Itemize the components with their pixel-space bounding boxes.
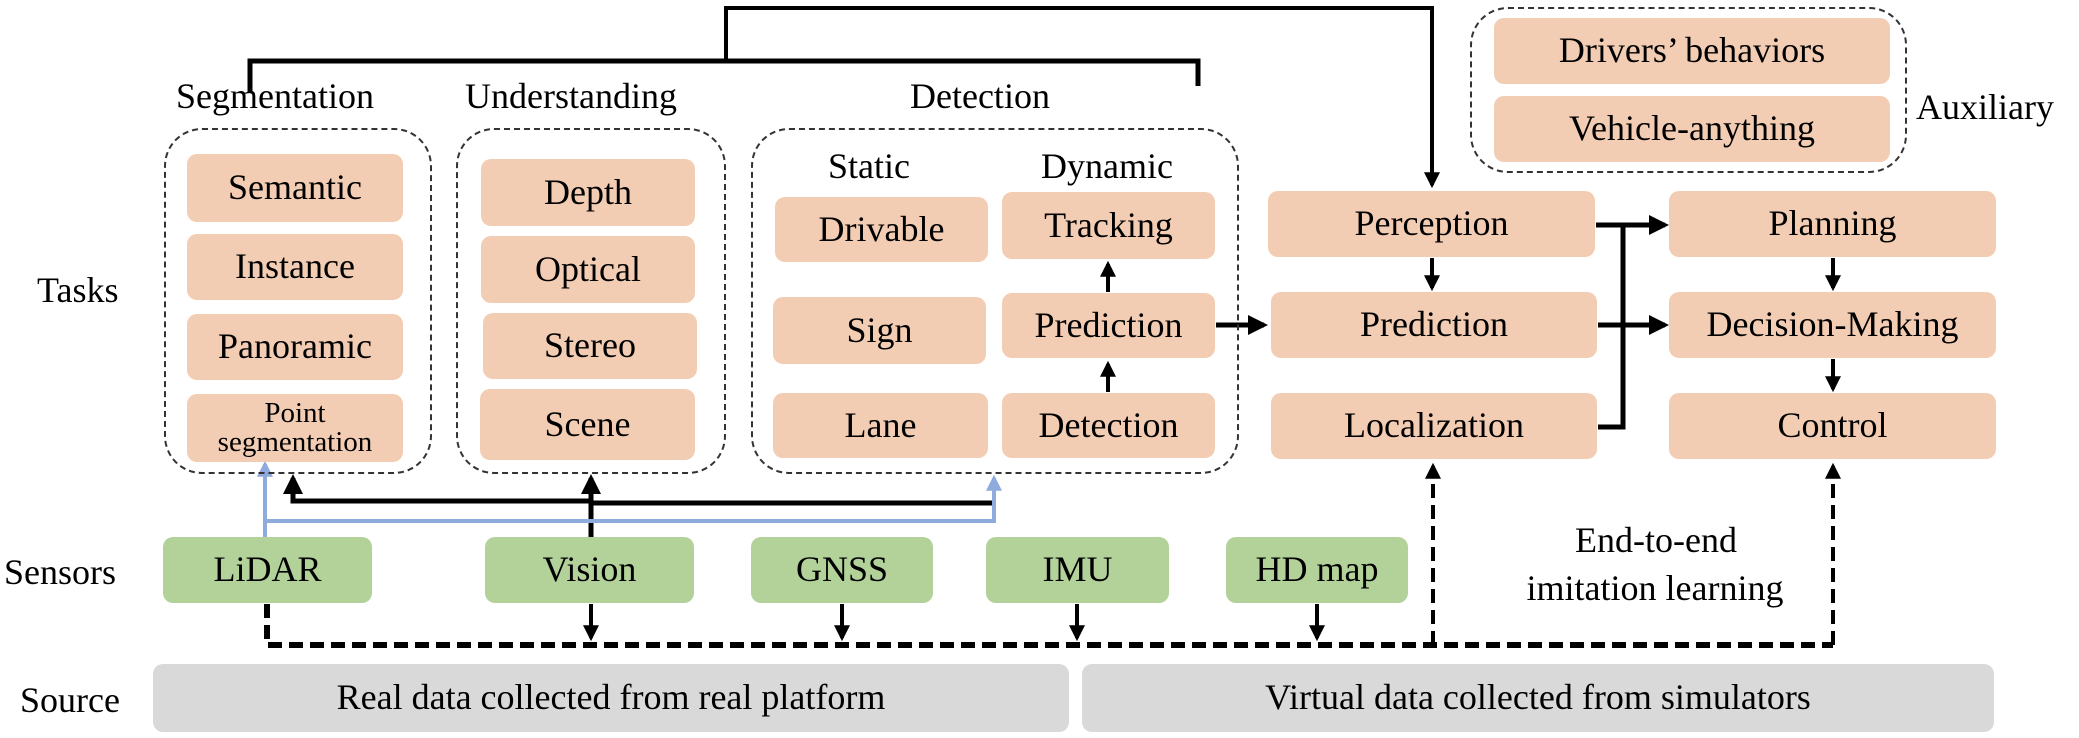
end-to-end-label-line2: imitation learning [1526,568,1784,608]
task-optical[interactable]: Optical [481,236,695,303]
vision-to-tasks-line [283,474,594,537]
source-virtual-data[interactable]: Virtual data collected from simulators [1082,664,1994,732]
pipeline-localization[interactable]: Localization [1271,393,1597,459]
task-dynamic-prediction[interactable]: Prediction [1002,293,1215,358]
task-group-bracket [247,58,1201,92]
aux-drivers-behaviors[interactable]: Drivers’ behaviors [1494,18,1890,84]
group-title-detection: Detection [910,76,1050,116]
sensor-vision[interactable]: Vision [485,537,694,603]
segmentation-group [164,128,432,474]
task-panoramic[interactable]: Panoramic [187,314,403,380]
group-title-auxiliary: Auxiliary [1916,87,2054,127]
group-title-segmentation: Segmentation [176,76,374,116]
end-to-end-label-line1: End-to-end [1575,520,1737,560]
sensor-gnss[interactable]: GNSS [751,537,933,603]
task-stereo[interactable]: Stereo [483,313,697,379]
row-label-sensors: Sensors [4,552,117,592]
pipeline-decision-making[interactable]: Decision-Making [1669,292,1996,358]
task-depth[interactable]: Depth [481,159,695,226]
pipeline-perception[interactable]: Perception [1268,191,1595,257]
detection-dynamic-label: Dynamic [1041,146,1173,186]
task-dynamic-detection[interactable]: Detection [1002,393,1215,458]
sensor-hd-map[interactable]: HD map [1226,537,1408,603]
task-instance[interactable]: Instance [187,234,403,300]
row-label-source: Source [20,680,120,720]
task-lane[interactable]: Lane [773,393,988,458]
task-point-segmentation[interactable]: Point segmentation [187,394,403,462]
pipeline-control[interactable]: Control [1669,393,1996,459]
source-real-data[interactable]: Real data collected from real platform [153,664,1069,732]
pipeline-prediction[interactable]: Prediction [1271,292,1597,358]
group-title-understanding: Understanding [465,76,677,116]
auxiliary-group [1470,7,1907,173]
task-scene[interactable]: Scene [480,389,695,460]
sensor-imu[interactable]: IMU [986,537,1169,603]
task-sign[interactable]: Sign [773,297,986,364]
understanding-group [456,128,726,474]
bracket-to-perception-arrow [724,6,1440,189]
aux-vehicle-anything[interactable]: Vehicle-anything [1494,96,1890,162]
row-label-tasks: Tasks [37,270,119,310]
detection-static-label: Static [828,146,910,186]
sensor-lidar[interactable]: LiDAR [163,537,372,603]
pipeline-planning[interactable]: Planning [1669,191,1996,257]
detection-group [751,128,1239,474]
data-bus-dashed [264,604,1833,648]
task-tracking[interactable]: Tracking [1002,192,1215,259]
task-drivable[interactable]: Drivable [775,197,988,262]
task-semantic[interactable]: Semantic [187,154,403,222]
lidar-link [263,474,1002,537]
